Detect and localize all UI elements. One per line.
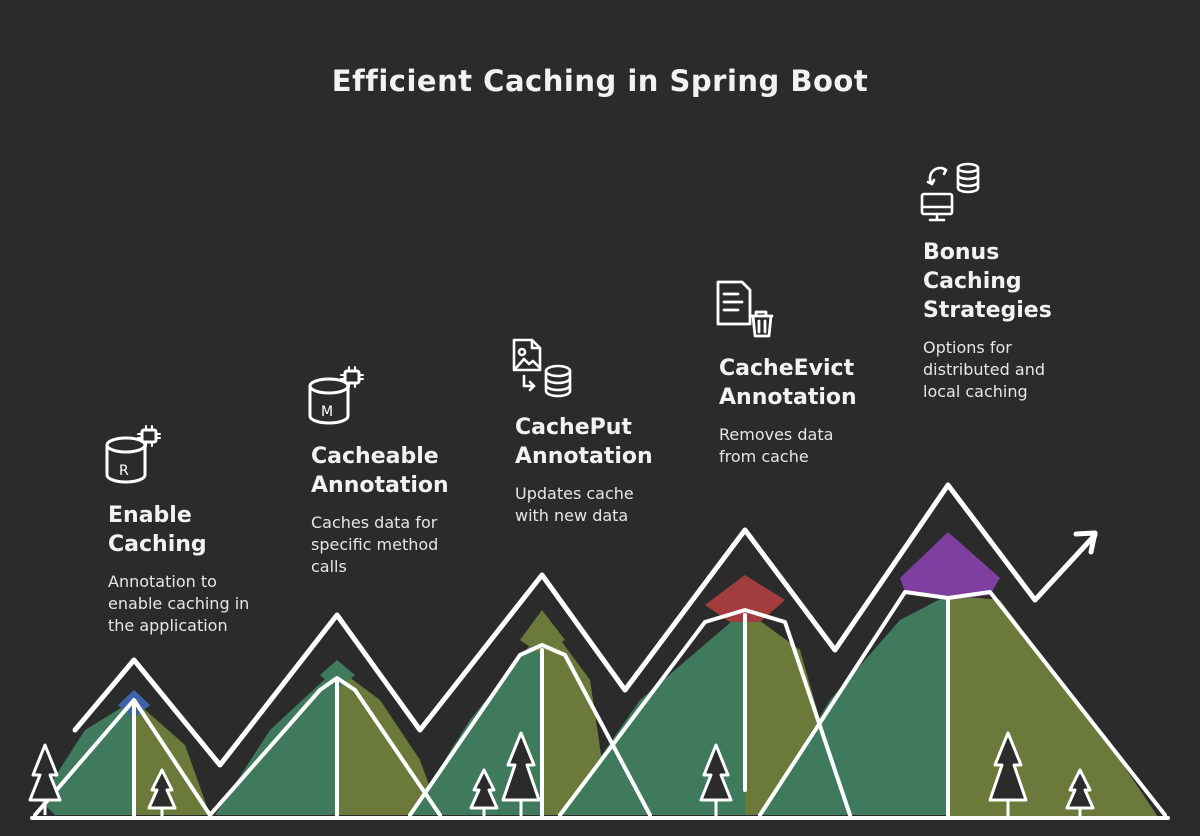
mountain-4-outline [558,608,852,817]
growth-line [72,482,1098,768]
trees [28,731,1095,818]
step-heading: Cacheable Annotation [311,444,449,498]
mountain-3-outline [408,643,652,817]
mountain-1-outline [33,698,212,817]
tree-icon [28,743,62,815]
tree-icon [1065,768,1095,818]
step-cacheevict-annotation: CacheEvict Annotation Removes data from … [719,354,909,468]
step-enable-caching: Enable Caching Annotation to enable cach… [108,501,298,637]
tree-icon [469,768,499,818]
svg-text:R: R [119,463,129,479]
mountain-5-left-fill [760,595,948,815]
diagram-title: Efficient Caching in Spring Boot [331,64,869,98]
peak-cap-5 [900,532,1000,600]
tree-icon [699,743,733,818]
step-bonus-caching-strategies: Bonus Caching Strategies Options for dis… [923,238,1113,403]
sync-server-database-icon [918,160,984,224]
image-to-database-icon [510,336,576,398]
zigzag-line [72,482,1098,768]
tree-icon [147,768,177,818]
step-description: Options for distributed and local cachin… [923,338,1045,401]
step-description: Annotation to enable caching in the appl… [108,572,250,635]
mountain-outlines [30,590,1170,820]
mountain-4-left-fill [560,610,745,815]
step-description: Removes data from cache [719,425,834,466]
peak-cap-4 [705,575,785,622]
tree-icon [501,731,541,818]
step-cacheput-annotation: CachePut Annotation Updates cache with n… [515,413,705,527]
growth-arrow-head [1073,530,1098,555]
memory-database-icon: M [307,366,369,428]
tree-icon [988,731,1028,818]
step-heading: Enable Caching [108,503,207,557]
step-cacheable-annotation: Cacheable Annotation Caches data for spe… [311,442,501,578]
svg-text:M: M [321,404,333,420]
peak-cap-3 [520,610,565,655]
step-heading: CachePut Annotation [515,415,653,469]
step-description: Updates cache with new data [515,484,634,525]
document-delete-icon [714,278,778,340]
mountain-3-right-fill [542,615,610,815]
step-heading: Bonus Caching Strategies [923,240,1052,323]
redis-database-icon: R [104,425,166,487]
step-description: Caches data for specific method calls [311,513,439,576]
mountain-5-right-fill [948,595,1160,820]
step-heading: CacheEvict Annotation [719,356,857,410]
